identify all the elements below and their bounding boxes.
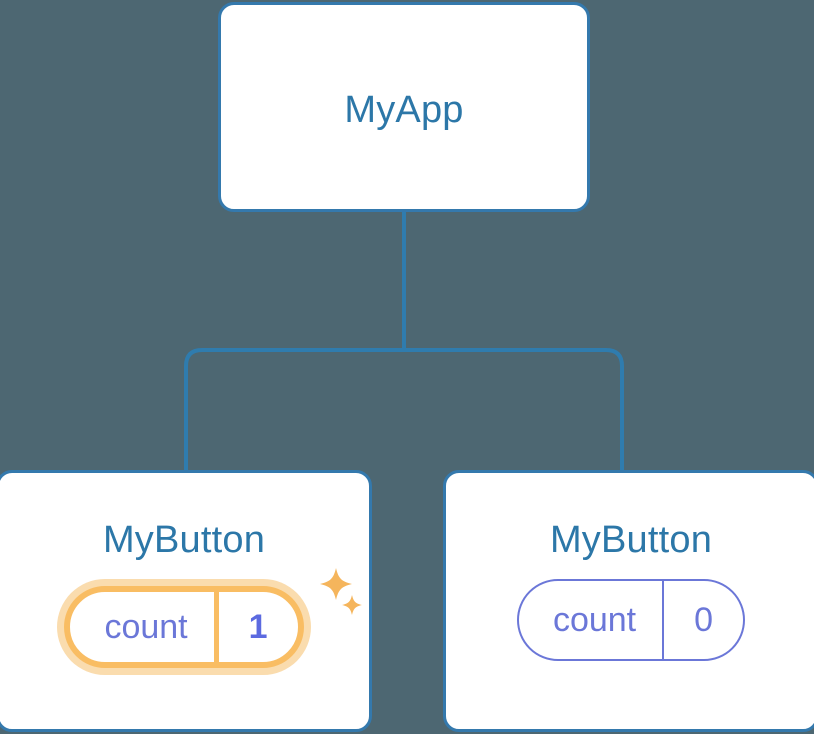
node-card-myapp[interactable]: MyApp xyxy=(218,2,590,212)
node-title: MyButton xyxy=(549,519,713,561)
connector-to-left-child xyxy=(184,348,404,470)
state-pill-glow: count 1 xyxy=(57,579,311,675)
state-value-label: 0 xyxy=(662,581,743,659)
node-title: MyApp xyxy=(344,89,464,131)
state-key-label: count xyxy=(552,600,637,639)
state-value-label: 1 xyxy=(213,592,298,662)
connector-to-right-child xyxy=(404,348,624,470)
state-pill-wrapper: count 0 xyxy=(446,579,814,661)
node-card-mybutton-active[interactable]: MyButton count 1 xyxy=(0,470,372,732)
node-card-mybutton-idle[interactable]: MyButton count 0 xyxy=(443,470,814,732)
state-key-label: count xyxy=(104,607,188,646)
state-pill-idle[interactable]: count 0 xyxy=(516,579,746,661)
state-pill-active[interactable]: count 1 xyxy=(64,586,304,668)
state-pill-wrapper: count 1 xyxy=(0,579,369,675)
node-title: MyButton xyxy=(102,519,266,561)
